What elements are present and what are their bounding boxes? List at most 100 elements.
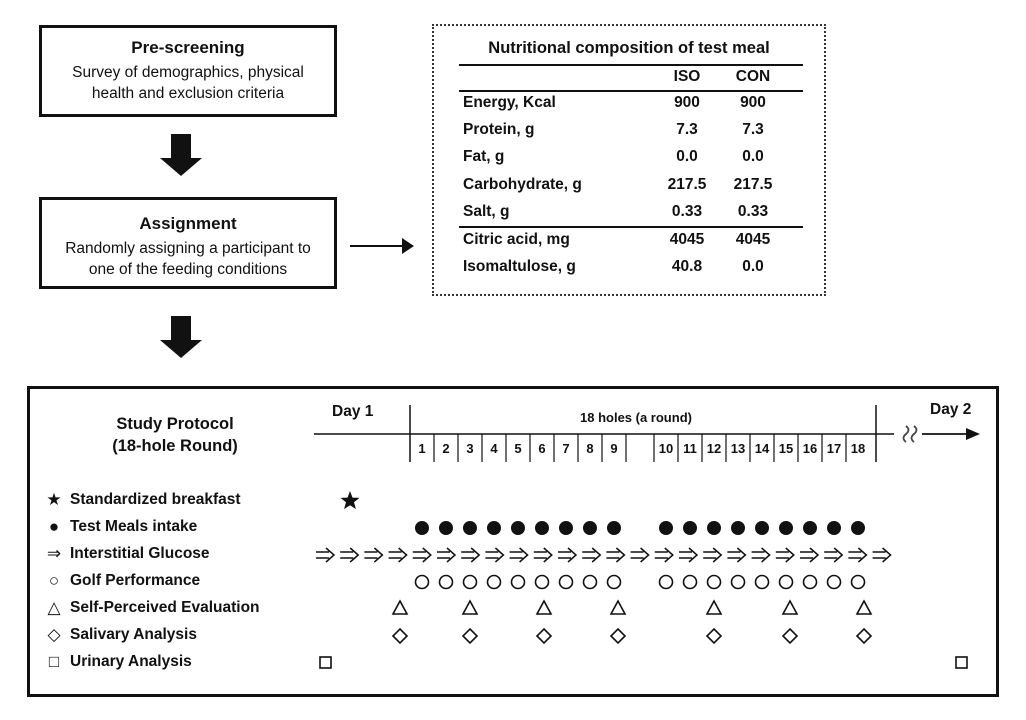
- hole-number: 9: [610, 441, 618, 456]
- double-arrow-icon: [630, 547, 650, 563]
- filled-circle-icon: ●: [48, 517, 60, 536]
- day-2-label: Day 2: [930, 401, 972, 418]
- double-arrow-icon: [872, 547, 892, 563]
- protocol-timeline: [314, 405, 980, 669]
- hole-number: 6: [538, 441, 546, 456]
- protocol-title: Study Protocol: [116, 415, 234, 433]
- open-circle-icon: [486, 574, 502, 590]
- double-arrow-icon: [388, 547, 408, 563]
- prescreening-desc-line-1: Survey of demographics, physical: [72, 64, 304, 81]
- filled-circle-icon: [535, 521, 549, 535]
- open-circle-icon: [606, 574, 622, 590]
- filled-circle-icon: [659, 521, 673, 535]
- star-icon: ★: [46, 490, 62, 509]
- table-rule: [459, 90, 803, 92]
- filled-circle-icon: [755, 521, 769, 535]
- open-circle-icon: [414, 574, 430, 590]
- nutrition-table: Nutritional composition of test meal ISO…: [432, 24, 826, 296]
- double-arrow-icon: [654, 547, 674, 563]
- double-arrow-icon: [775, 547, 795, 563]
- triangle-icon: [391, 599, 409, 615]
- legend-label: Salivary Analysis: [70, 626, 197, 643]
- nutrient-label: Energy, Kcal: [463, 94, 556, 111]
- hole-number: 2: [442, 441, 450, 456]
- diamond-icon: [855, 627, 873, 645]
- con-value: 0.0: [742, 258, 764, 275]
- diamond-icon: [781, 627, 799, 645]
- iso-value: 7.3: [676, 121, 698, 138]
- assignment-desc-line-1: Randomly assigning a participant to: [65, 240, 311, 257]
- filled-circle-icon: [463, 521, 477, 535]
- double-arrow-icon: [800, 547, 820, 563]
- hole-number: 5: [514, 441, 522, 456]
- filled-circle-icon: [707, 521, 721, 535]
- column-header-iso: ISO: [673, 68, 701, 85]
- con-value: 217.5: [733, 176, 773, 193]
- column-header-con: CON: [735, 68, 771, 85]
- open-circle-icon: [778, 574, 794, 590]
- filled-circle-icon: [779, 521, 793, 535]
- day-1-label: Day 1: [332, 403, 374, 420]
- nutrient-label: Fat, g: [463, 148, 505, 165]
- nutrient-label: Salt, g: [463, 203, 510, 220]
- hole-number: 8: [586, 441, 594, 456]
- con-value: 0.33: [737, 203, 769, 220]
- triangle-icon: [781, 599, 799, 615]
- table-rule: [459, 64, 803, 66]
- assignment-box: Assignment Randomly assigning a particip…: [39, 197, 337, 289]
- double-arrow-icon: [485, 547, 505, 563]
- filled-circle-icon: [511, 521, 525, 535]
- diamond-icon: [705, 627, 723, 645]
- diamond-icon: [609, 627, 627, 645]
- square-icon: [955, 656, 968, 669]
- diamond-icon: [535, 627, 553, 645]
- filled-circle-icon: [439, 521, 453, 535]
- con-value: 7.3: [742, 121, 764, 138]
- filled-circle-icon: [607, 521, 621, 535]
- open-circle-icon: [730, 574, 746, 590]
- double-arrow-icon: [824, 547, 844, 563]
- nutrient-label: Citric acid, mg: [463, 231, 570, 248]
- star-icon: [340, 491, 360, 510]
- double-arrow-icon: [364, 547, 384, 563]
- double-arrow-icon: [703, 547, 723, 563]
- triangle-icon: [705, 599, 723, 615]
- double-arrow-icon: [316, 547, 336, 563]
- open-circle-icon: [658, 574, 674, 590]
- diamond-icon: ◇: [47, 625, 61, 644]
- table-rule: [459, 226, 803, 228]
- open-circle-icon: [534, 574, 550, 590]
- legend-label: Golf Performance: [70, 572, 201, 589]
- hole-number: 13: [730, 441, 746, 456]
- double-arrow-icon: [437, 547, 457, 563]
- filled-circle-icon: [487, 521, 501, 535]
- day-2-arrow-head: [966, 428, 980, 440]
- iso-value: 217.5: [667, 176, 707, 193]
- open-circle-icon: [558, 574, 574, 590]
- double-arrow-icon: [848, 547, 868, 563]
- filled-circle-icon: [583, 521, 597, 535]
- study-protocol-panel: Study Protocol (18-hole Round) Day 1 Day…: [27, 386, 999, 697]
- hole-number: 16: [802, 441, 818, 456]
- filled-circle-icon: [731, 521, 745, 535]
- nutrition-title: Nutritional composition of test meal: [488, 39, 770, 57]
- triangle-icon: [535, 599, 553, 615]
- double-arrow-icon: [412, 547, 432, 563]
- nutrient-label: Carbohydrate, g: [463, 176, 582, 193]
- filled-circle-icon: [851, 521, 865, 535]
- hole-number: 11: [683, 441, 697, 456]
- open-circle-icon: [826, 574, 842, 590]
- double-arrow-icon: [727, 547, 747, 563]
- con-value: 4045: [735, 231, 771, 248]
- nutrient-label: Isomaltulose, g: [463, 258, 576, 275]
- hole-number: 3: [466, 441, 474, 456]
- hole-number: 14: [754, 441, 770, 456]
- filled-circle-icon: [415, 521, 429, 535]
- prescreening-desc-line-2: health and exclusion criteria: [91, 85, 285, 102]
- square-icon: □: [48, 652, 60, 671]
- double-arrow-icon: [461, 547, 481, 563]
- filled-circle-icon: [827, 521, 841, 535]
- filled-circle-icon: [559, 521, 573, 535]
- hole-number: 15: [778, 441, 794, 456]
- con-value: 0.0: [742, 148, 764, 165]
